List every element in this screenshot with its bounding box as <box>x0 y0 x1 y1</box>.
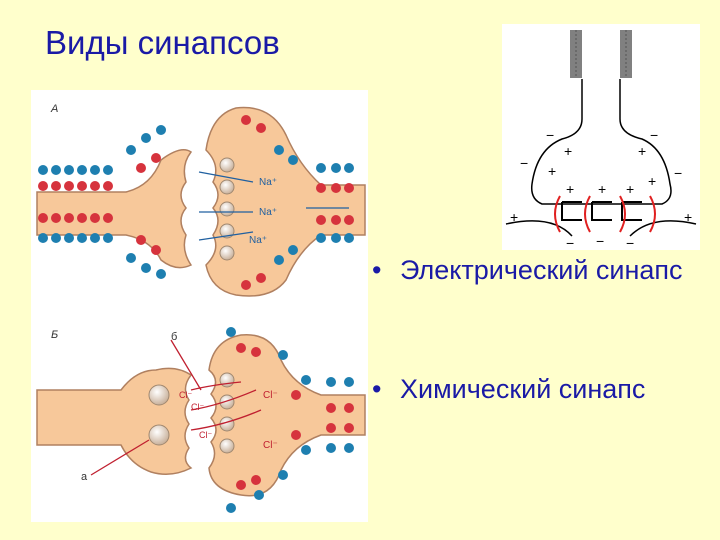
charge-sign: + <box>566 181 574 197</box>
presynaptic-axon-b <box>37 368 191 474</box>
charge-signs: − − + + − + − + + + + + + − − − <box>510 127 692 250</box>
electrode-right <box>620 30 632 78</box>
bullet-marker: • <box>372 252 398 288</box>
page-title: Виды синапсов <box>45 24 280 62</box>
na-ion-label: Na⁺ <box>259 177 277 188</box>
electrode-left <box>570 30 582 78</box>
na-ion-label: Na⁺ <box>249 235 267 246</box>
panel-b-label: Б <box>51 329 58 341</box>
cl-ion-label: Cl⁻ <box>263 440 278 451</box>
charge-sign: − <box>674 165 682 181</box>
charge-sign: − <box>650 127 658 143</box>
charge-sign: − <box>596 233 604 249</box>
charge-sign: + <box>626 181 634 197</box>
charge-sign: + <box>510 209 518 225</box>
charge-sign: + <box>548 163 556 179</box>
electrical-synapse-schematic: − − + + − + − + + + + + + − − − <box>502 24 700 250</box>
na-ion-label: Na⁺ <box>259 207 277 218</box>
cl-ion-label: Cl⁻ <box>263 390 278 401</box>
charge-sign: − <box>566 235 574 250</box>
bullet-text: Электрический синапс <box>400 252 700 288</box>
charge-sign: + <box>648 173 656 189</box>
postsynaptic-terminal-a <box>206 108 365 296</box>
charge-sign: + <box>564 143 572 159</box>
panel-a-label: А <box>50 103 58 115</box>
postsynaptic-terminal-b <box>209 335 365 496</box>
charge-sign: − <box>546 127 554 143</box>
charge-sign: + <box>684 209 692 225</box>
synapse-illustration: А Na⁺ Na⁺ Na⁺ <box>31 90 368 522</box>
charge-sign: + <box>638 143 646 159</box>
cl-ion-label: Cl⁻ <box>199 430 212 440</box>
charge-sign: − <box>626 235 634 250</box>
charge-sign: + <box>598 181 606 197</box>
callout-a-label: а <box>81 471 88 483</box>
charge-sign: − <box>520 155 528 171</box>
bullet-text: Химический синапс <box>400 371 700 407</box>
bullet-marker: • <box>372 371 398 407</box>
cl-ion-label: Cl⁻ <box>179 390 192 400</box>
cl-ion-label: Cl⁻ <box>191 402 204 412</box>
